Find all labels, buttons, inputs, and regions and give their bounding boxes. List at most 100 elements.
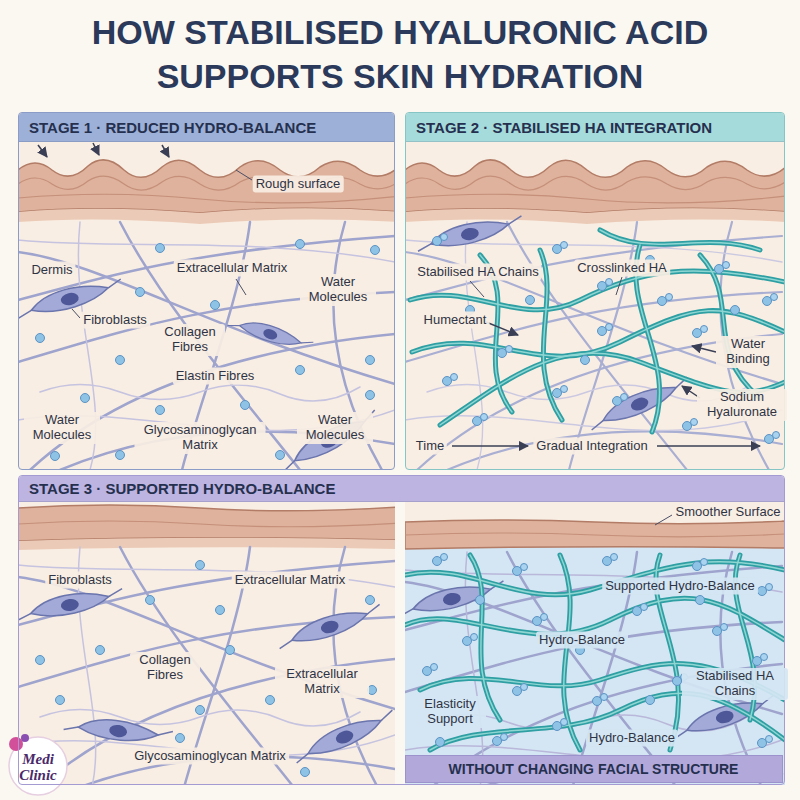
illustration-shape [18, 521, 395, 527]
illustration-shape [36, 656, 45, 665]
part-label: Extracellular Matrix [232, 572, 349, 589]
illustration-shape [493, 734, 508, 746]
illustration-shape [513, 564, 528, 576]
part-label: Glycosaminoglycan Matrix [131, 748, 289, 765]
illustration-shape [696, 596, 705, 605]
illustration-shape [136, 288, 145, 297]
illustration-shape [658, 294, 673, 306]
illustration-shape [241, 401, 250, 410]
illustration-shape [683, 419, 698, 431]
illustration-shape [753, 654, 768, 666]
illustration-shape [692, 346, 716, 352]
stage-three-right-art [405, 501, 785, 785]
part-label: Smoother Surface [673, 504, 784, 521]
illustration-shape [646, 696, 655, 705]
illustration-shape [433, 234, 448, 246]
illustration-shape [156, 406, 165, 415]
illustration-shape [81, 394, 90, 403]
illustration-shape [655, 515, 672, 525]
illustration-shape [655, 515, 672, 525]
part-label: Dermis [28, 262, 75, 279]
part-label: Hydro-Balance [536, 632, 628, 649]
part-label: Elastin Fibres [173, 368, 258, 385]
footer-band: WITHOUT CHANGING FACIAL STRUCTURE [405, 755, 783, 784]
part-label: Hydro-Balance [586, 730, 678, 747]
illustration-shape [405, 222, 782, 470]
part-label: Sodium Hyaluronate [697, 389, 787, 421]
part-label: Water Molecules [297, 412, 373, 444]
illustration-shape [452, 322, 760, 446]
illustration-shape [296, 240, 305, 249]
illustration-shape [18, 587, 125, 621]
illustration-shape [301, 768, 310, 777]
part-label: Rough surface [253, 176, 344, 193]
illustration-shape [598, 279, 613, 291]
illustration-shape [38, 143, 169, 157]
stage-heading: STAGE 1 · REDUCED HYDRO-BALANCE [29, 119, 316, 136]
illustration-shape [18, 208, 395, 224]
illustration-shape [476, 596, 485, 605]
illustration-shape [38, 145, 47, 157]
illustration-shape [371, 246, 380, 255]
illustration-shape [657, 445, 760, 447]
illustration-shape [93, 143, 99, 155]
illustration-shape [211, 301, 220, 310]
illustration-shape [443, 374, 458, 386]
illustration-shape [275, 603, 384, 650]
stage-header: STAGE 3 · SUPPORTED HYDRO-BALANCE [19, 476, 784, 502]
illustration-shape [765, 432, 780, 444]
illustration-shape [366, 356, 375, 365]
illustration-shape [236, 279, 246, 295]
illustration-shape [405, 555, 785, 750]
illustration-shape [366, 596, 375, 605]
illustration-shape [553, 386, 568, 398]
part-label: Time [413, 438, 447, 455]
illustration-shape [226, 646, 235, 655]
illustration-shape [405, 555, 785, 750]
illustration-shape [526, 296, 535, 305]
illustration-shape [51, 452, 60, 461]
illustration-shape [266, 696, 275, 705]
illustration-shape [236, 170, 252, 180]
illustration-shape [405, 160, 785, 224]
illustration-shape [715, 262, 730, 274]
illustration-shape [613, 394, 628, 406]
illustration-shape [18, 194, 395, 203]
illustration-shape [486, 322, 518, 335]
illustration-shape [405, 520, 785, 549]
part-label: Stabilised HA Chains [414, 264, 541, 281]
illustration-shape [763, 294, 778, 306]
illustration-shape [598, 324, 613, 336]
part-label: Extracellular Matrix [275, 666, 369, 698]
illustration-shape [227, 312, 313, 356]
illustration-shape [18, 222, 395, 470]
illustration-shape [21, 734, 29, 742]
illustration-shape [758, 736, 773, 748]
illustration-shape [433, 554, 448, 566]
illustration-shape [276, 451, 285, 460]
illustration-shape [196, 561, 205, 570]
illustration-shape [452, 445, 528, 447]
stage-heading: WITHOUT CHANGING FACIAL STRUCTURE [449, 761, 739, 777]
part-label: Collagen Fibres [130, 652, 200, 684]
illustration-shape [196, 706, 205, 715]
diagram-title: HOW STABILISED HYALURONIC ACID SUPPORTS … [20, 10, 780, 98]
illustration-shape [616, 277, 622, 295]
part-label: Stabilised HA Chains [682, 668, 788, 700]
illustration-shape [758, 584, 773, 596]
stage-heading: STAGE 2 · STABILISED HA INTEGRATION [416, 119, 712, 136]
illustration-shape [9, 737, 23, 751]
illustration-shape [423, 664, 438, 676]
illustration-shape [156, 244, 165, 253]
illustration-shape [553, 242, 568, 254]
illustration-shape [633, 604, 648, 616]
illustration-shape [18, 538, 395, 550]
illustration-shape [405, 533, 785, 537]
part-label: Glycosaminoglycan Matrix [135, 422, 266, 454]
illustration-shape [276, 409, 382, 470]
part-label: Water Binding [716, 336, 780, 368]
illustration-shape [553, 719, 568, 731]
illustration-shape [470, 281, 484, 297]
part-label: Extracellular Matrix [174, 260, 291, 277]
